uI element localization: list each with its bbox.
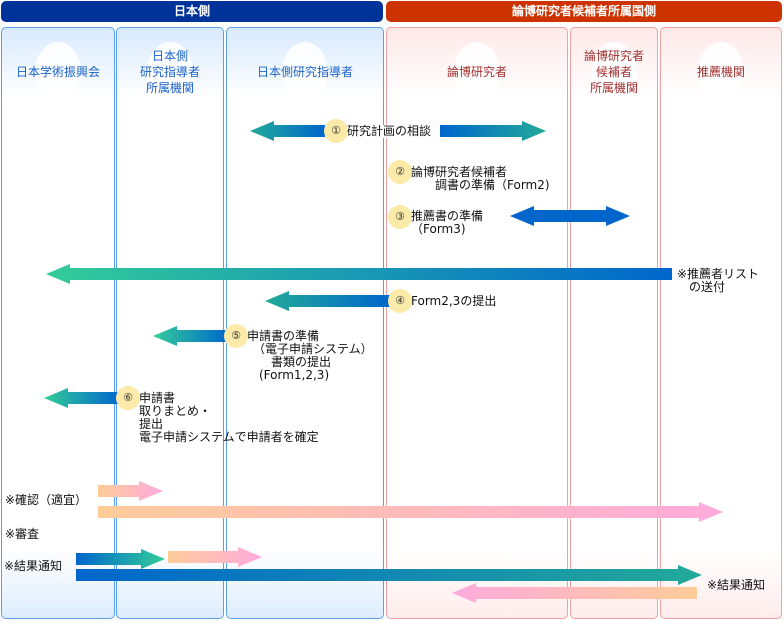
column-title: 日本学術振興会 (15, 65, 100, 79)
arrow-step5 (153, 326, 230, 346)
arrow-step6 (44, 388, 120, 408)
column-title: 日本側研究指導者 (256, 65, 353, 79)
arrow-step3 (510, 206, 630, 226)
arrow-result-1 (76, 549, 165, 569)
arrow-step1-right (440, 121, 546, 141)
result-note-right: ※結果通知 (707, 578, 766, 592)
column-candidate-institution: 論博研究者 候補者 所属機関 (570, 27, 658, 619)
column-title: 日本側 研究指導者 所属機関 (139, 49, 200, 95)
column-nominating-institution: 推薦機関 (660, 27, 782, 619)
arrow-result-2 (168, 547, 262, 567)
step-number: ⑥ (116, 386, 140, 410)
step-number: ② (388, 160, 412, 184)
step-number: ④ (388, 289, 412, 313)
review-note: ※審査 (5, 527, 40, 541)
step-4-text: Form2,3の提出 (411, 294, 497, 308)
foreign-side-header: 論博研究者候補者所属国側 (386, 1, 782, 22)
step-number: ⑤ (224, 324, 248, 348)
arrow-result-return (452, 583, 697, 603)
column-title: 推薦機関 (696, 65, 745, 79)
step-6-text: 申請書 取りまとめ・ 提出 電子申請システムで申請者を確定 (139, 391, 319, 444)
column-title: 論博研究者 候補者 所属機関 (583, 49, 644, 95)
arrow-step1-left (250, 121, 325, 141)
arrow-step4 (265, 291, 392, 311)
arrow-nominee-list (46, 264, 672, 284)
arrow-confirm-short (98, 481, 163, 501)
step-2-text: 論博研究者候補者 調書の準備（Form2) (411, 165, 550, 192)
column-jsps: 日本学術振興会 (1, 27, 115, 619)
step-number: ③ (388, 205, 412, 229)
step-number: ① (324, 119, 348, 143)
step-1-text: 研究計画の相談 (347, 124, 432, 138)
arrow-result-long (76, 565, 702, 585)
step-3-text: 推薦書の準備 （Form3) (411, 209, 484, 236)
step-5-text: 申請書の準備 （電子申請システム） 書類の提出 (Form1,2,3) (247, 329, 373, 382)
confirm-note: ※確認（適宜） (5, 493, 88, 507)
result-note-left: ※結果通知 (4, 559, 63, 573)
column-title: 論博研究者 (446, 65, 507, 79)
column-japan-host-institution: 日本側 研究指導者 所属機関 (116, 27, 224, 619)
nominee-list-note: ※推薦者リスト の送付 (677, 267, 760, 294)
arrow-confirm-long (98, 502, 723, 522)
japan-side-header: 日本側 (1, 1, 383, 22)
